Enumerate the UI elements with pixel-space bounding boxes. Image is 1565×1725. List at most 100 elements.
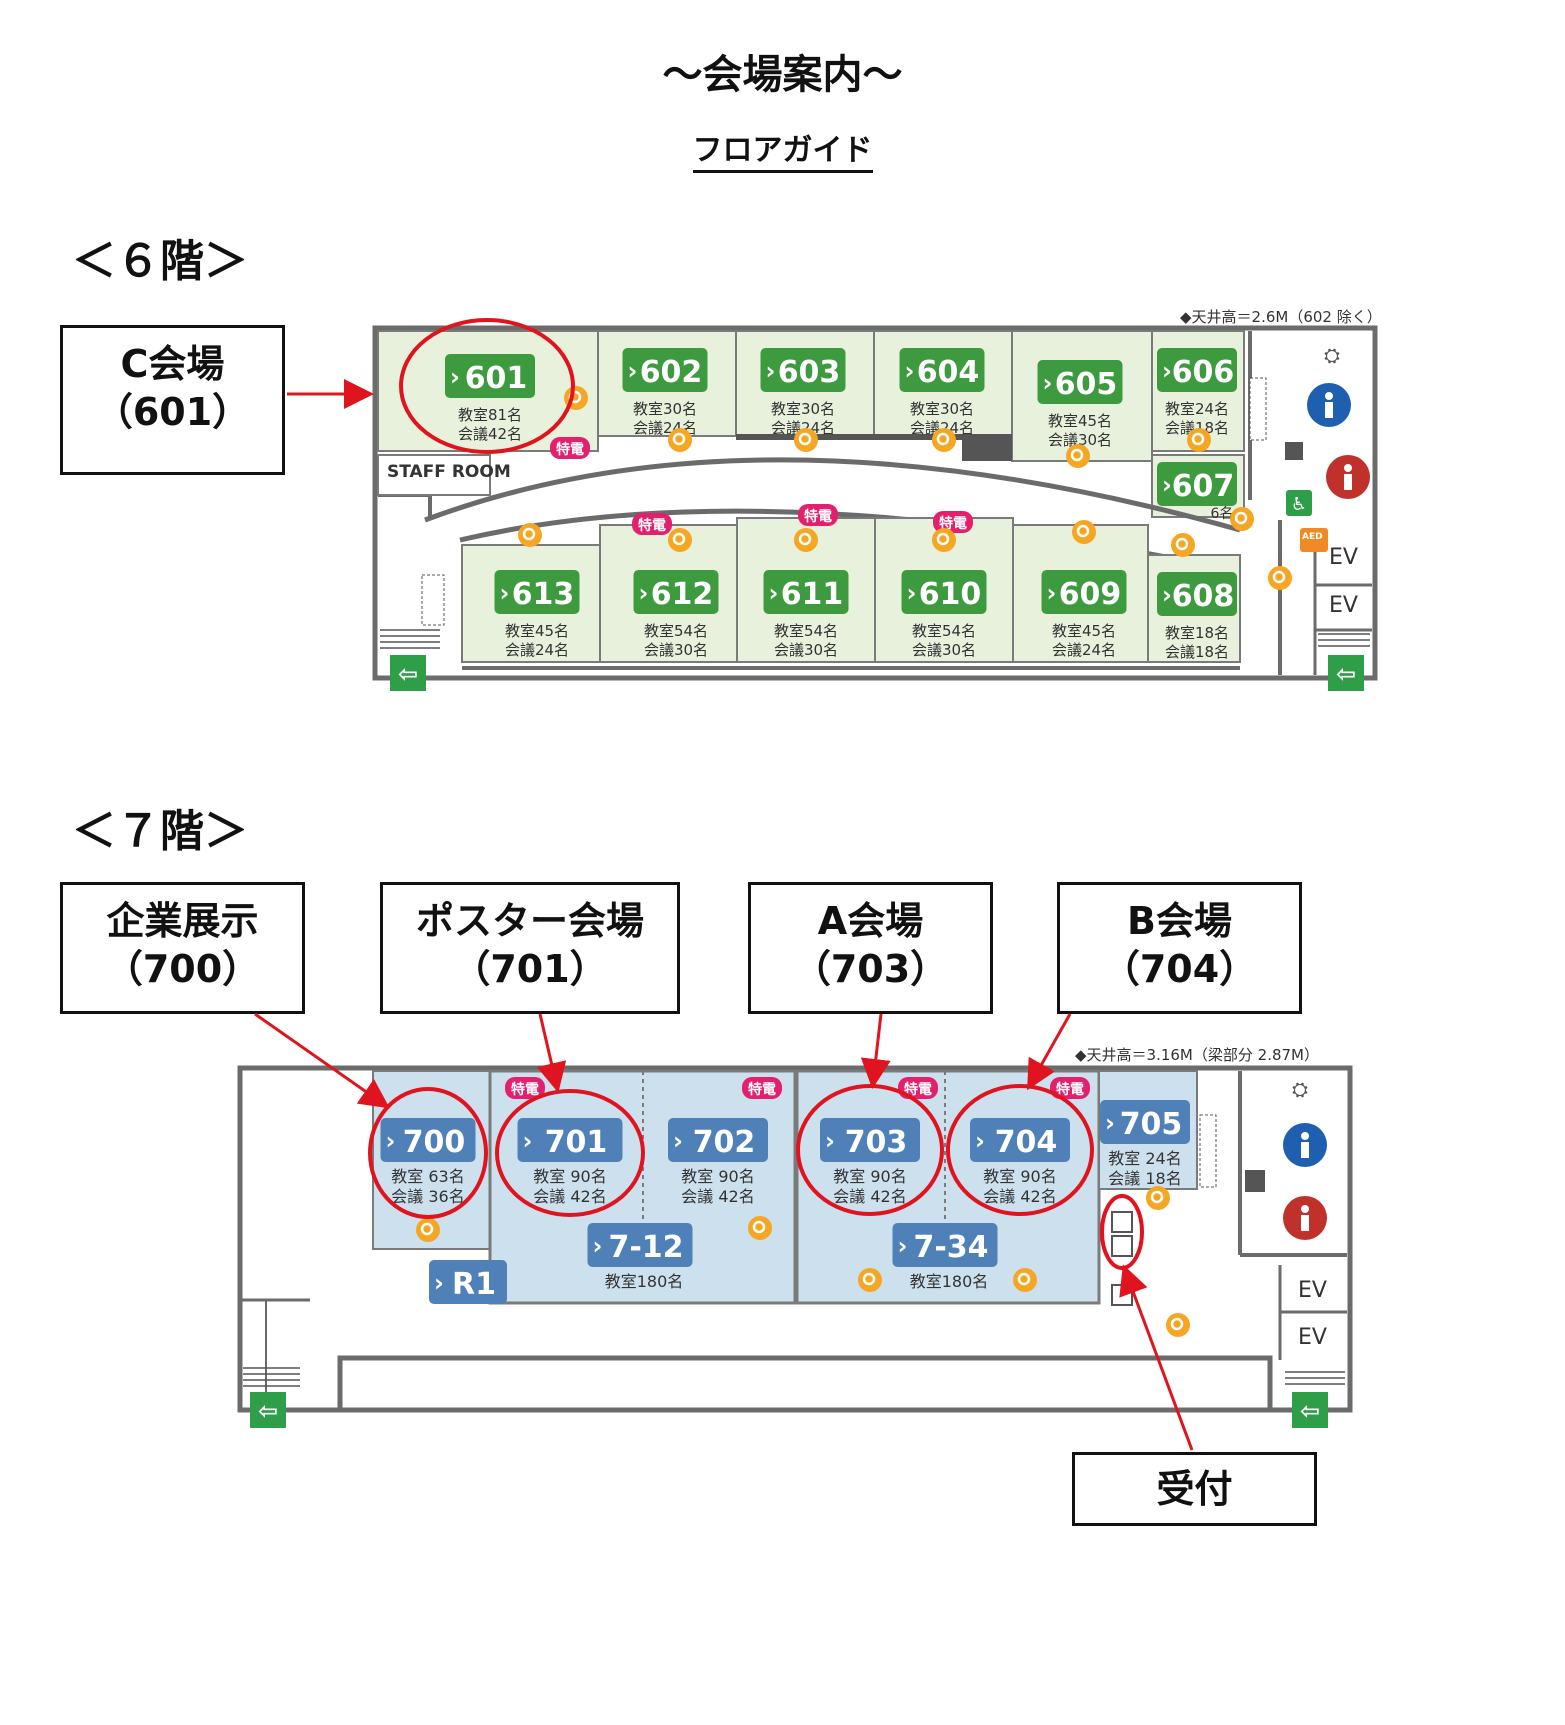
room-number-603: 603 <box>778 355 841 390</box>
room-badge-R1 <box>429 1260 507 1304</box>
room-badge-705 <box>1100 1100 1190 1144</box>
special-phone-label: 特電 <box>748 1081 776 1098</box>
ev-label-6f-2: EV <box>1329 593 1358 618</box>
room-number-700: 700 <box>403 1125 466 1160</box>
accessible-toilet-icon <box>1286 490 1312 516</box>
callout-arrow <box>1027 1013 1072 1091</box>
search-pin-icon <box>1234 511 1248 525</box>
room-capacity-classroom-612: 教室54名 <box>644 622 708 640</box>
search-pin-icon <box>416 1218 440 1242</box>
room-number-608: 608 <box>1172 579 1235 614</box>
room-number-7-12: 7-12 <box>608 1230 683 1265</box>
room-number-607: 607 <box>1172 469 1235 504</box>
emergency-exit-icon <box>1328 655 1364 691</box>
room-badge-611 <box>763 570 849 614</box>
room-number-604: 604 <box>917 355 980 390</box>
room-number-613: 613 <box>512 577 575 612</box>
chevron-icon: › <box>825 1127 835 1155</box>
chevron-icon: › <box>593 1232 603 1260</box>
room-capacity-meeting-704: 会議 42名 <box>983 1187 1056 1206</box>
chevron-icon: › <box>898 1232 908 1260</box>
special-phone-label: 特電 <box>556 441 584 458</box>
room-capacity-meeting-613: 会議24名 <box>505 641 569 659</box>
aed-label: AED <box>1302 532 1323 542</box>
room-capacity-classroom-601: 教室81名 <box>458 406 522 424</box>
room-capacity-classroom-602: 教室30名 <box>633 400 697 418</box>
search-pin-icon <box>748 1216 772 1240</box>
room-badge-606 <box>1157 348 1237 392</box>
special-phone-tag <box>1050 1077 1090 1099</box>
search-pin-icon <box>1175 537 1189 551</box>
room-number-610: 610 <box>919 577 982 612</box>
callout-a-venue: A会場（703） <box>748 882 993 1014</box>
chevron-icon: › <box>673 1127 683 1155</box>
chevron-icon: › <box>628 357 638 385</box>
room-number-601: 601 <box>465 361 528 396</box>
room-capacity-meeting-612: 会議30名 <box>644 641 708 659</box>
room-capacity-meeting-608: 会議18名 <box>1165 643 1229 661</box>
room-capacity-607: 6名 <box>1211 506 1234 522</box>
search-pin-icon <box>672 432 686 446</box>
special-phone-tag <box>550 437 590 459</box>
chevron-icon: › <box>905 357 915 385</box>
search-pin-icon <box>668 528 692 552</box>
room-number-602: 602 <box>640 355 703 390</box>
person-icon <box>1344 464 1352 472</box>
chevron-icon: › <box>523 1127 533 1155</box>
room-number-609: 609 <box>1059 577 1122 612</box>
room-badge-610 <box>901 570 987 614</box>
search-pin-icon <box>794 428 818 452</box>
room-badge-601 <box>445 354 535 398</box>
room-badge-605 <box>1037 360 1123 404</box>
room-capacity-classroom-606: 教室24名 <box>1165 400 1229 418</box>
highlight-circle <box>399 318 575 454</box>
floor7-label: ＜７階＞ <box>72 806 248 857</box>
room-badge-613 <box>494 570 580 614</box>
room-capacity-meeting-605: 会議30名 <box>1048 431 1112 449</box>
room-number-611: 611 <box>781 577 844 612</box>
room-badge-608 <box>1157 572 1237 616</box>
search-pin-icon <box>936 532 950 546</box>
room-capacity-meeting-604: 会議24名 <box>910 419 974 437</box>
room-badge-7-12 <box>587 1223 693 1267</box>
room-capacity-meeting-609: 会議24名 <box>1052 641 1116 659</box>
search-pin-icon <box>1066 444 1090 468</box>
chevron-icon: › <box>1162 581 1172 609</box>
search-pin-icon <box>1230 507 1254 531</box>
special-phone-label: 特電 <box>804 508 832 525</box>
special-phone-label: 特電 <box>511 1081 539 1098</box>
search-pin-icon <box>798 432 812 446</box>
callout-c-venue: C会場（601） <box>60 325 285 475</box>
person-icon <box>1301 1142 1309 1158</box>
search-pin-icon <box>1187 428 1211 452</box>
ev-label-7f-1: EV <box>1298 1278 1327 1303</box>
search-pin-icon <box>1072 520 1096 544</box>
smoking-area-icon: ⛭ <box>1292 1077 1308 1101</box>
person-icon <box>1325 402 1333 418</box>
search-pin-icon <box>1013 1268 1037 1292</box>
search-pin-icon <box>1191 432 1205 446</box>
room-capacity-meeting-702: 会議 42名 <box>681 1187 754 1206</box>
chevron-icon: › <box>766 357 776 385</box>
callout-poster: ポスター会場（701） <box>380 882 680 1014</box>
ev-label-6f-1: EV <box>1329 545 1358 570</box>
person-icon <box>1301 1132 1309 1140</box>
room-number-605: 605 <box>1055 367 1118 402</box>
room-capacity-classroom-603: 教室30名 <box>771 400 835 418</box>
room-capacity-meeting-610: 会議30名 <box>912 641 976 659</box>
special-phone-label: 特電 <box>638 517 666 534</box>
emergency-exit-icon <box>1292 1392 1328 1428</box>
search-pin-icon <box>522 527 536 541</box>
room-capacity-classroom-609: 教室45名 <box>1052 622 1116 640</box>
callout-reception: 受付 <box>1072 1452 1317 1526</box>
search-pin-icon <box>1166 1313 1190 1337</box>
room-capacity-meeting-603: 会議24名 <box>771 419 835 437</box>
person-icon <box>1344 474 1352 490</box>
room-capacity-meeting-606: 会議18名 <box>1165 419 1229 437</box>
room-badge-703 <box>820 1118 920 1162</box>
callout-arrow <box>536 1013 567 1093</box>
search-pin-icon <box>420 1222 434 1236</box>
room-number-612: 612 <box>651 577 714 612</box>
search-pin-icon <box>1146 1186 1170 1210</box>
exit-arrow-icon: ⇦ <box>398 660 418 688</box>
